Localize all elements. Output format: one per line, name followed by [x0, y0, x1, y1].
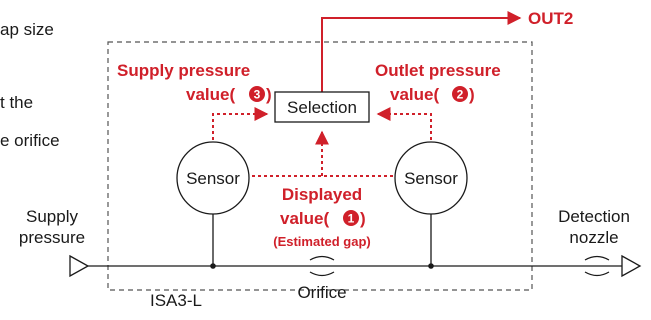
orifice-label: Orifice: [297, 283, 346, 302]
supply-pressure-value-line1: Supply pressure: [117, 61, 250, 80]
supply-port-triangle: [69, 254, 90, 278]
outlet-pressure-value-close: ): [469, 85, 475, 104]
displayed-value-line2: value(: [280, 209, 329, 228]
detection-nozzle-symbol: [584, 255, 610, 277]
estimated-gap-label: (Estimated gap): [273, 234, 371, 249]
out2-label: OUT2: [528, 9, 573, 28]
outlet-to-selection-dotted-line: [376, 107, 432, 140]
displayed-value-close: ): [360, 209, 366, 228]
selection-label: Selection: [287, 98, 357, 117]
device-label: ISA3-L: [150, 291, 202, 310]
supply-label-line2: pressure: [19, 228, 85, 247]
sensor-right-label: Sensor: [404, 169, 458, 188]
badge-2-icon: [452, 86, 468, 102]
out2-output-arrow: [321, 11, 522, 108]
outlet-pressure-value-line1: Outlet pressure: [375, 61, 501, 80]
badge-3-icon: [249, 86, 265, 102]
badge-1-icon: [343, 210, 359, 226]
left-text-fragment-1: ap size: [0, 20, 54, 39]
badge-1-number: 1: [348, 212, 355, 226]
left-text-fragment-3: e orifice: [0, 131, 60, 150]
supply-pressure-value-close: ): [266, 85, 272, 104]
outlet-pressure-value-line2: value(: [390, 85, 439, 104]
left-text-fragment-2: t the: [0, 93, 33, 112]
detection-port-triangle: [621, 254, 642, 278]
displayed-value-line1: Displayed: [282, 185, 362, 204]
badge-2-number: 2: [457, 88, 464, 102]
supply-label-line1: Supply: [26, 207, 78, 226]
sensor-left-label: Sensor: [186, 169, 240, 188]
supply-pressure-value-line2: value(: [186, 85, 235, 104]
junction-dot-left: [210, 263, 216, 269]
detection-label-line1: Detection: [558, 207, 630, 226]
badge-3-number: 3: [254, 88, 261, 102]
selection-box: [274, 91, 370, 123]
device-boundary: [107, 41, 533, 291]
orifice-symbol: [309, 255, 335, 277]
detection-label-line2: nozzle: [569, 228, 618, 247]
supply-to-selection-dotted-line: [212, 107, 269, 140]
junction-dot-right: [428, 263, 434, 269]
